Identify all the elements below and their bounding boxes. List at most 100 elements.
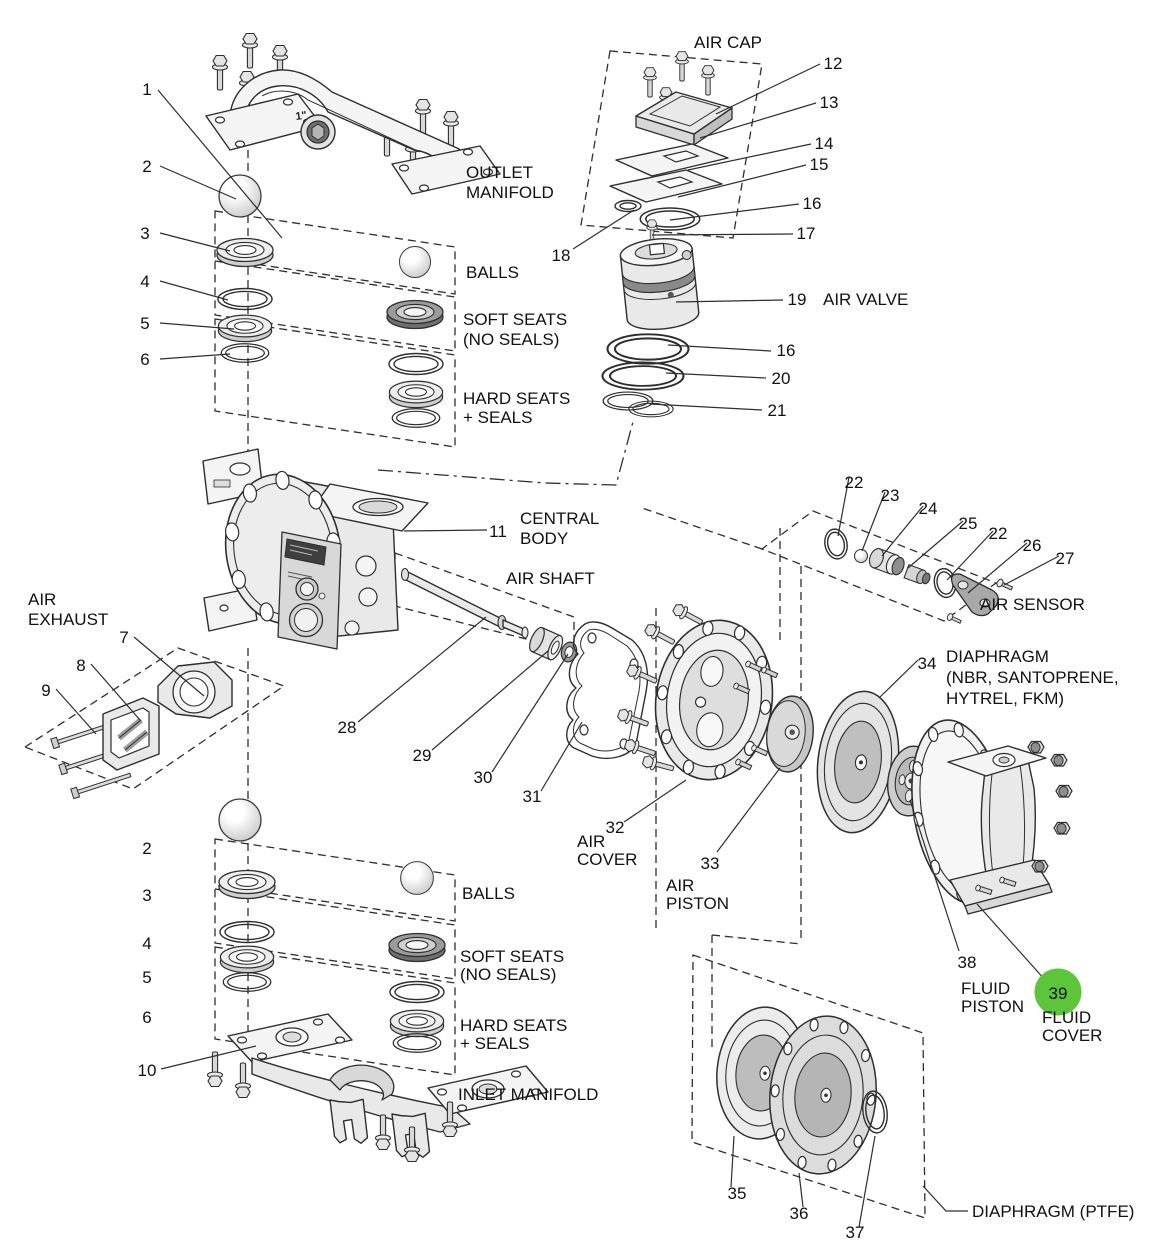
sensor-o-ring (824, 528, 848, 560)
highlight-39[interactable] (1034, 968, 1082, 1016)
callout-12: 12 (824, 54, 843, 73)
o-ring (606, 333, 690, 365)
label-soft-seats-top-2: (NO SEALS) (463, 330, 559, 349)
air-valve-part (601, 238, 700, 418)
hard-seat (388, 380, 444, 409)
label-air-cover: AIR (577, 832, 605, 851)
callout-13: 13 (820, 93, 839, 112)
label-diaphragm-nbr-2: (NBR, SANTOPRENE, (946, 668, 1119, 687)
ptfe-diaphragm (769, 1015, 877, 1175)
callout-3b: 3 (142, 886, 151, 905)
label-soft-seats-bottom-2: (NO SEALS) (460, 965, 556, 984)
soft-seat-dark (386, 299, 444, 330)
label-air-exhaust: AIR (28, 590, 56, 609)
callout-26: 26 (1023, 536, 1042, 555)
o-ring (392, 1033, 442, 1053)
ptfe-o-ring (862, 1090, 888, 1134)
callout-19: 19 (788, 290, 807, 309)
hard-seat (389, 1009, 445, 1038)
label-hard-seats-top: HARD SEATS (463, 389, 570, 408)
label-air-valve: AIR VALVE (823, 290, 908, 309)
callout-31: 31 (523, 787, 542, 806)
callout-17: 17 (797, 224, 816, 243)
o-ring (601, 361, 685, 391)
washer (614, 199, 642, 213)
nameplate (284, 538, 327, 566)
ball-upper-right (398, 245, 432, 279)
air-exhaust-assembly (50, 661, 233, 800)
ball-lower-right (400, 861, 434, 895)
hard-seats-box-top (214, 318, 456, 448)
balls-box-bottom (214, 838, 456, 922)
callout-20: 20 (772, 369, 791, 388)
diaphragm-nbr-part (816, 690, 900, 834)
callout-32: 32 (606, 818, 625, 837)
callout-15: 15 (810, 155, 829, 174)
callout-37: 37 (846, 1223, 865, 1242)
air-sensor-box (760, 510, 998, 622)
callout-39: 39 (1049, 984, 1068, 1003)
seat (219, 945, 275, 974)
air-cap-assembly (609, 51, 733, 245)
callout-28: 28 (338, 718, 357, 737)
label-air-shaft: AIR SHAFT (506, 569, 595, 588)
label-soft-seats-top: SOFT SEATS (463, 310, 567, 329)
callout-29: 29 (413, 746, 432, 765)
ptfe-diaphragm-box (691, 954, 926, 1219)
seat (218, 869, 276, 900)
label-central-body: CENTRAL (520, 509, 599, 528)
callout-33: 33 (701, 854, 720, 873)
soft-seats-box-top (214, 260, 456, 352)
seat (216, 237, 274, 268)
callout-38: 38 (958, 953, 977, 972)
sensor-ball (853, 548, 869, 564)
label-balls-bottom: BALLS (462, 884, 515, 903)
muffler-housing (157, 661, 233, 719)
air-cap-plate (635, 91, 733, 135)
callout-35: 35 (728, 1184, 747, 1203)
label-diaphragm-nbr-3: HYTREL, FKM) (946, 689, 1064, 708)
callout-2b: 2 (142, 839, 151, 858)
label-fluid-cover-2: COVER (1042, 1026, 1102, 1045)
air-cover-gasket (566, 621, 649, 760)
callout-2: 2 (142, 157, 151, 176)
callout-5b: 5 (142, 968, 151, 987)
callout-24: 24 (919, 499, 938, 518)
callout-10: 10 (138, 1061, 157, 1080)
label-diaphragm-nbr: DIAPHRAGM (946, 647, 1049, 666)
callout-5: 5 (140, 314, 149, 333)
label-balls-top: BALLS (466, 263, 519, 282)
pipe-size-marking: 1" (295, 110, 308, 123)
muffler-frame (102, 697, 160, 771)
callout-6b: 6 (142, 1008, 151, 1027)
label-hard-seats-top-2: + SEALS (463, 408, 532, 427)
callout-22: 22 (845, 473, 864, 492)
highlight-circle (1034, 968, 1082, 1016)
air-sensor-assembly (824, 528, 1014, 626)
air-exhaust-box (23, 647, 286, 790)
label-fluid-piston: FLUID (961, 979, 1010, 998)
lower-valve-kit (218, 798, 446, 1053)
label-outlet-manifold: OUTLET (466, 163, 533, 182)
callout-4: 4 (140, 272, 149, 291)
air-piston-part (766, 695, 814, 773)
callout-16b: 16 (777, 341, 796, 360)
callout-3: 3 (140, 224, 149, 243)
callout-numbers: 1 2 3 4 5 6 7 8 9 10 11 12 13 14 15 16 1… (41, 54, 1074, 1242)
callout-14: 14 (815, 134, 834, 153)
callout-1: 1 (142, 80, 151, 99)
o-ring (220, 343, 270, 363)
sensor-piston (903, 563, 931, 585)
ball-lower-left (218, 798, 262, 842)
air-cover-part (615, 601, 779, 781)
air-shaft-rod (403, 569, 501, 628)
fluid-cover-part (911, 719, 1073, 915)
balls-box-top (214, 210, 456, 295)
callout-9: 9 (41, 681, 50, 700)
callout-7: 7 (119, 628, 128, 647)
callout-21: 21 (768, 401, 787, 420)
label-outlet-manifold-2: MANIFOLD (466, 183, 554, 202)
callout-25: 25 (959, 514, 978, 533)
hex-socket-icon (311, 123, 325, 141)
hard-seats-box-bottom (214, 946, 456, 1076)
